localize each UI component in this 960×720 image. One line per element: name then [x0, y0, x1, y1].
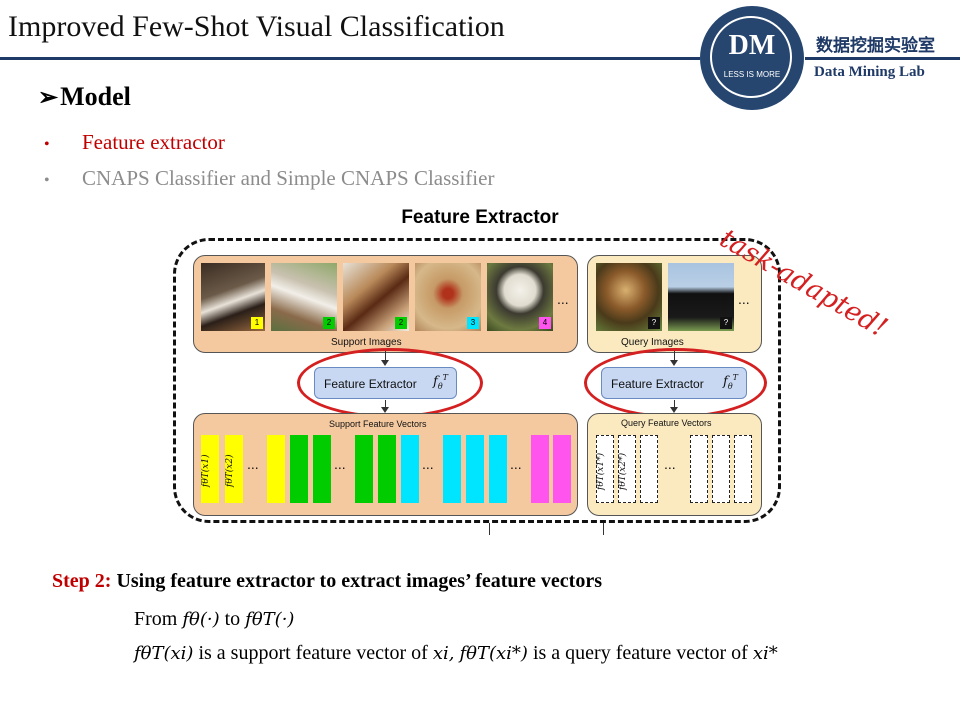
- support-vector-bar: [466, 435, 484, 503]
- figure-tick: [603, 523, 604, 535]
- class-label-tag: 2: [395, 317, 407, 329]
- formula-f-theta-t: fθT(·): [245, 609, 295, 630]
- class-label-tag: 2: [323, 317, 335, 329]
- figure-title: Feature Extractor: [401, 207, 559, 228]
- slide-title: Improved Few-Shot Visual Classification: [8, 10, 505, 43]
- query-vector-bar: [618, 435, 636, 503]
- query-images-label: Query Images: [621, 337, 684, 348]
- support-images-label: Support Images: [331, 337, 402, 348]
- header-divider-right: [805, 57, 960, 60]
- section-heading: ➢Model: [38, 82, 131, 112]
- arrow-line: [674, 400, 675, 408]
- query-image-dog: ?: [668, 263, 734, 331]
- highlight-ellipse-support: [297, 348, 483, 418]
- support-image-chair: 2: [343, 263, 409, 331]
- class-label-tag: 1: [251, 317, 263, 329]
- support-vectors-label: Support Feature Vectors: [329, 419, 427, 429]
- vector-ellipsis: ...: [422, 456, 434, 472]
- formula-word-to: to: [224, 608, 241, 630]
- lab-logo-tagline: LESS IS MORE: [723, 70, 781, 79]
- class-label-tag: 3: [467, 317, 479, 329]
- support-vector-bar: [378, 435, 396, 503]
- arrow-down-icon: [670, 407, 678, 413]
- support-image-monkey: 4: [487, 263, 553, 331]
- bullet-text: Feature extractor: [82, 130, 225, 154]
- bullet-item: • CNAPS Classifier and Simple CNAPS Class…: [44, 166, 494, 191]
- support-vector-bar: [401, 435, 419, 503]
- class-label-tag: 4: [539, 317, 551, 329]
- query-vector-bar: [596, 435, 614, 503]
- query-vectors-label: Query Feature Vectors: [621, 418, 712, 428]
- lab-name-english: Data Mining Lab: [814, 64, 925, 80]
- query-vectors-panel: [587, 413, 762, 516]
- vector-ellipsis: ...: [510, 456, 522, 472]
- arrow-down-icon: [381, 407, 389, 413]
- query-vector-bar: [640, 435, 658, 503]
- step-text: Using feature extractor to extract image…: [116, 570, 602, 592]
- support-vector-bar: [489, 435, 507, 503]
- bullet-dot-icon: •: [44, 136, 50, 153]
- query-vector-bar: [734, 435, 752, 503]
- section-heading-text: Model: [60, 82, 131, 111]
- vector-ellipsis: ...: [247, 456, 259, 472]
- support-vector-bar: [531, 435, 549, 503]
- query-vector-label: fθT(x2*): [618, 452, 628, 490]
- query-images-ellipsis: ...: [738, 291, 750, 307]
- support-image-skunk: 1: [201, 263, 265, 331]
- formula-line-2: fθT(xi) is a support feature vector of x…: [134, 642, 778, 665]
- bullet-dot-icon: •: [44, 172, 50, 189]
- arrow-line: [385, 400, 386, 408]
- formula-x-i-star: xi*: [752, 643, 778, 664]
- formula-word-from: From: [134, 608, 178, 630]
- header-divider: [0, 57, 700, 60]
- support-vector-bar: [225, 435, 243, 503]
- bullet-text: CNAPS Classifier and Simple CNAPS Classi…: [82, 166, 495, 190]
- formula-text-query: is a query feature vector of: [532, 642, 748, 664]
- step-description: Step 2: Using feature extractor to extra…: [52, 570, 602, 593]
- support-image-dog: 2: [271, 263, 337, 331]
- query-vector-bar: [712, 435, 730, 503]
- query-image-monkey: ?: [596, 263, 662, 331]
- vector-ellipsis: ...: [334, 456, 346, 472]
- formula-text-support: is a support feature vector of: [198, 642, 428, 664]
- support-vector-bar: [313, 435, 331, 503]
- formula-x-i: xi,: [432, 643, 455, 664]
- support-vector-bar: [553, 435, 571, 503]
- query-vector-bar: [690, 435, 708, 503]
- support-vector-label: fθT(x2): [225, 454, 235, 488]
- arrow-bullet-icon: ➢: [38, 85, 59, 111]
- figure-frame: [173, 238, 781, 523]
- query-label-tag: ?: [720, 317, 732, 329]
- support-vector-bar: [267, 435, 285, 503]
- bullet-item: • Feature extractor: [44, 130, 225, 155]
- figure-tick: [489, 523, 490, 535]
- lab-logo-letters: DM: [728, 30, 776, 61]
- vector-ellipsis: ...: [664, 456, 676, 472]
- support-vector-bar: [443, 435, 461, 503]
- support-image-spider: 3: [415, 263, 481, 331]
- lab-name-chinese: 数据挖掘实验室: [816, 36, 935, 56]
- formula-query-vector: fθT(xi*): [459, 643, 528, 664]
- lab-logo-ring: [710, 16, 792, 98]
- support-vector-bar: [355, 435, 373, 503]
- formula-line-1: From fθ(·) to fθT(·): [134, 608, 294, 631]
- support-vector-bar: [201, 435, 219, 503]
- formula-f-theta: fθ(·): [182, 609, 220, 630]
- step-prefix: Step 2:: [52, 570, 112, 592]
- support-vector-bar: [290, 435, 308, 503]
- query-label-tag: ?: [648, 317, 660, 329]
- query-vector-label: fθT(x1*): [596, 452, 606, 490]
- support-images-ellipsis: ...: [557, 291, 569, 307]
- support-vector-label: fθT(x1): [201, 454, 211, 488]
- formula-support-vector: fθT(xi): [134, 643, 194, 664]
